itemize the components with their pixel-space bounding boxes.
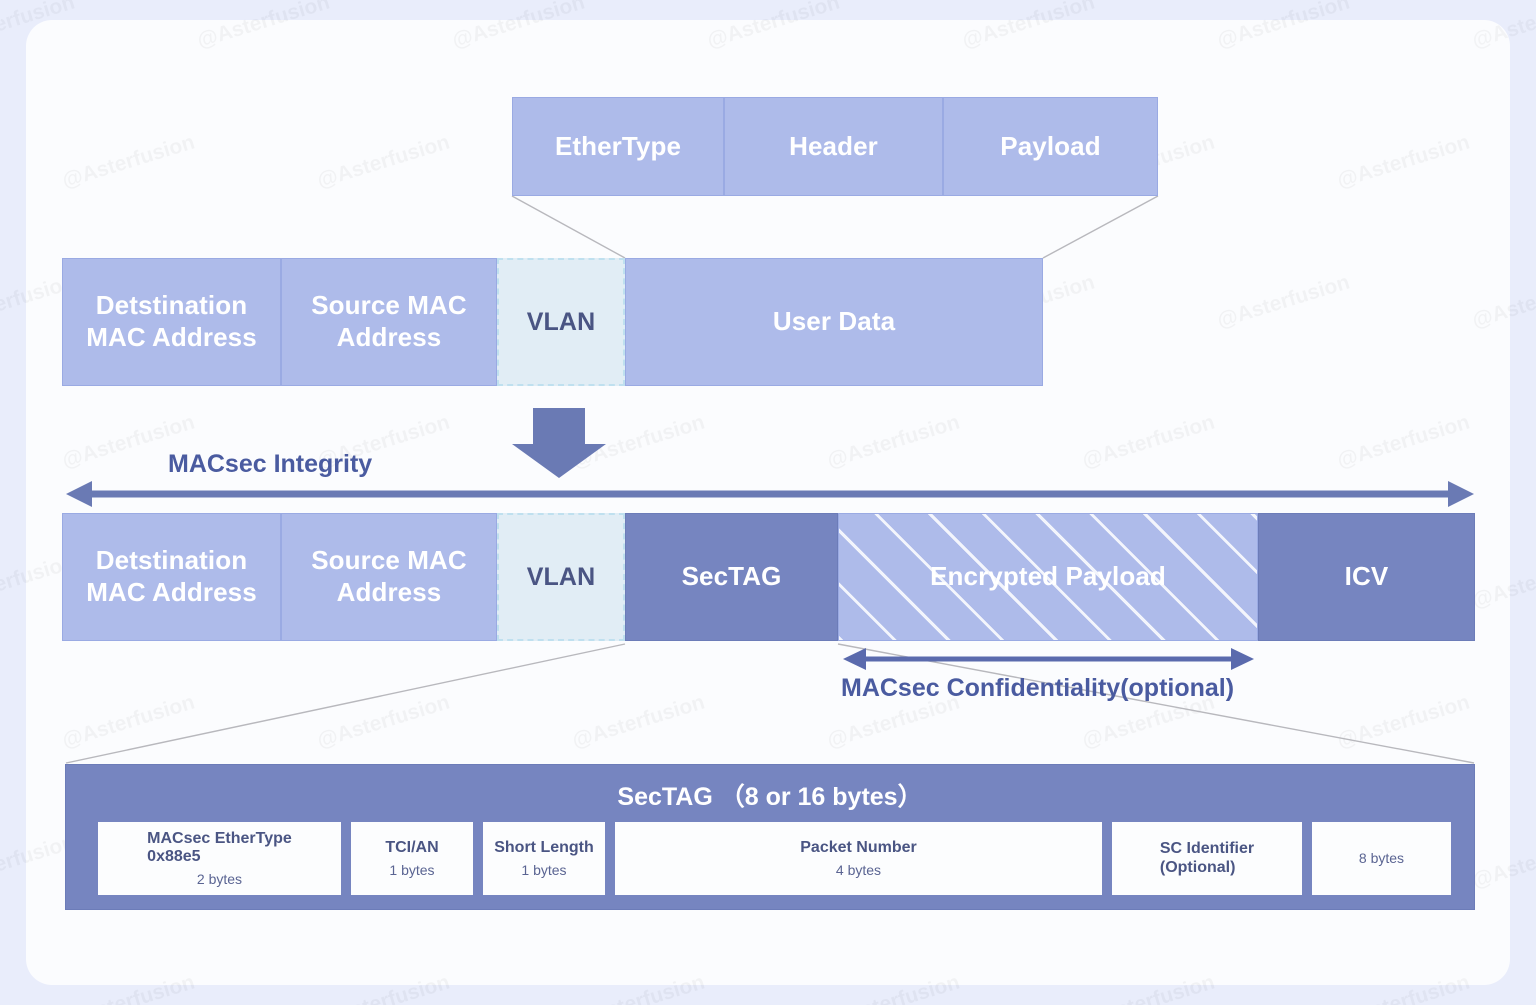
sectag-cell-tci-an-title: TCI/AN <box>385 839 439 857</box>
macsec-integrity-label: MACsec Integrity <box>168 450 373 478</box>
sectag-cell-sc-identifier-size-value: 8 bytes <box>1358 850 1405 867</box>
frame2-vlan-label: VLAN <box>526 562 596 591</box>
integrity-arrow <box>66 481 1474 507</box>
frame1-source-mac-label: Source MAC Address <box>311 290 467 352</box>
connector-sectag-left <box>65 643 626 764</box>
sectag-cell-sc-identifier[interactable]: SC Identifier (Optional) <box>1112 822 1302 895</box>
confidentiality-arrow <box>843 648 1254 670</box>
frame2-source-mac-label: Source MAC Address <box>311 545 467 607</box>
frame2-sectag[interactable]: SecTAG <box>625 513 838 641</box>
field-payload-label: Payload <box>1000 130 1101 161</box>
field-payload[interactable]: Payload <box>943 97 1158 196</box>
frame2-destination-mac-label: Detstination MAC Address <box>86 545 257 607</box>
field-ethertype[interactable]: EtherType <box>512 97 724 196</box>
sectag-cell-short-length-size: 1 bytes <box>521 861 567 878</box>
sectag-cell-packet-number-title: Packet Number <box>800 839 917 857</box>
sectag-cell-short-length[interactable]: Short Length 1 bytes <box>483 822 605 895</box>
down-block-arrow-icon <box>512 408 606 478</box>
sectag-cell-sc-identifier-title: SC Identifier (Optional) <box>1159 839 1255 876</box>
sectag-cell-packet-number-size: 4 bytes <box>835 861 882 878</box>
frame2-encrypted-payload[interactable]: Encrypted Payload <box>838 513 1258 641</box>
frame1-user-data-label: User Data <box>772 306 896 337</box>
frame1-vlan-label: VLAN <box>526 307 596 336</box>
sectag-cell-tci-an[interactable]: TCI/AN 1 bytes <box>351 822 473 895</box>
frame1-destination-mac[interactable]: Detstination MAC Address <box>62 258 281 386</box>
frame1-source-mac[interactable]: Source MAC Address <box>281 258 497 386</box>
frame2-destination-mac[interactable]: Detstination MAC Address <box>62 513 281 641</box>
frame2-sectag-label: SecTAG <box>681 561 782 592</box>
sectag-cell-packet-number[interactable]: Packet Number 4 bytes <box>615 822 1102 895</box>
connector-top-left <box>511 195 626 259</box>
frame2-vlan[interactable]: VLAN <box>497 513 625 641</box>
sectag-cell-short-length-title: Short Length <box>494 839 594 857</box>
macsec-confidentiality-label: MACsec Confidentiality(optional) <box>841 674 1235 702</box>
frame1-destination-mac-label: Detstination MAC Address <box>86 290 257 352</box>
sectag-detail-panel: SecTAG （8 or 16 bytes） MACsec EtherType … <box>65 764 1475 910</box>
sectag-cell-ethertype[interactable]: MACsec EtherType 0x88e5 2 bytes <box>98 822 341 895</box>
connector-sectag-right <box>837 643 1475 764</box>
field-header-label: Header <box>789 130 878 161</box>
frame2-icv-label: ICV <box>1344 561 1389 592</box>
frame1-vlan[interactable]: VLAN <box>497 258 625 386</box>
sectag-cell-ethertype-title: MACsec EtherType 0x88e5 <box>147 829 292 866</box>
frame1-user-data[interactable]: User Data <box>625 258 1043 386</box>
frame2-source-mac[interactable]: Source MAC Address <box>281 513 497 641</box>
sectag-cell-tci-an-size: 1 bytes <box>389 861 435 878</box>
connector-top-right <box>1042 195 1159 259</box>
sectag-cell-sc-identifier-size[interactable]: 8 bytes <box>1312 822 1451 895</box>
sectag-detail-title: SecTAG （8 or 16 bytes） <box>617 783 923 811</box>
sectag-detail-cells: MACsec EtherType 0x88e5 2 bytes TCI/AN 1… <box>98 822 1451 895</box>
field-header[interactable]: Header <box>724 97 943 196</box>
frame2-encrypted-payload-label: Encrypted Payload <box>930 561 1166 592</box>
frame2-icv[interactable]: ICV <box>1258 513 1475 641</box>
sectag-cell-ethertype-size: 2 bytes <box>196 870 243 887</box>
field-ethertype-label: EtherType <box>554 130 682 161</box>
